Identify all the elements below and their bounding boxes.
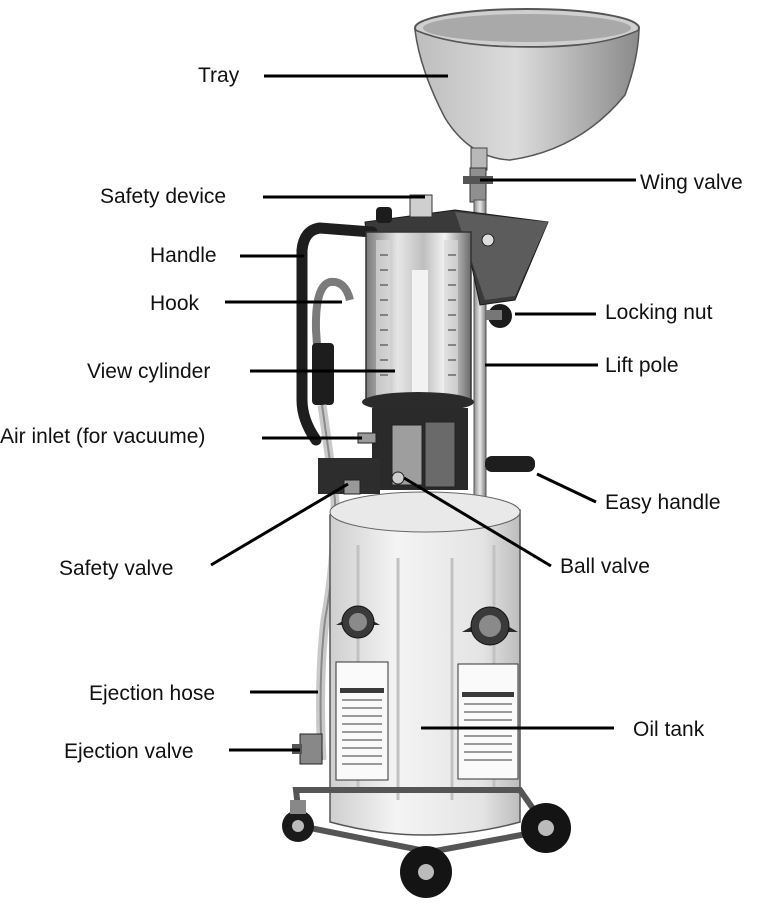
label-handle: Handle bbox=[150, 244, 217, 267]
label-safety-device: Safety device bbox=[100, 185, 226, 208]
instruction-label-left bbox=[335, 661, 389, 781]
tray-funnel bbox=[414, 8, 640, 171]
leader-ball-valve bbox=[403, 476, 552, 568]
label-view-cylinder: View cylinder bbox=[87, 360, 210, 383]
machine-illustration bbox=[282, 8, 640, 898]
label-air-inlet: Air inlet (for vacuume) bbox=[0, 425, 205, 448]
instruction-label-right bbox=[457, 663, 519, 780]
label-locking-nut: Locking nut bbox=[605, 301, 713, 324]
leader-safety-valve bbox=[210, 482, 349, 567]
wheel-base bbox=[282, 787, 571, 898]
label-hook: Hook bbox=[150, 292, 200, 315]
brand-emblem-right bbox=[462, 606, 518, 646]
view-cylinder-shape bbox=[362, 231, 474, 412]
label-ejection-valve: Ejection valve bbox=[64, 740, 194, 763]
handle-bar bbox=[296, 222, 378, 446]
brand-emblem-left bbox=[336, 605, 380, 639]
leader-easy-handle bbox=[536, 472, 597, 504]
label-easy-handle: Easy handle bbox=[605, 491, 721, 514]
label-oil-tank: Oil tank bbox=[633, 718, 705, 741]
lift-pole-knobs bbox=[485, 304, 535, 472]
label-wing-valve: Wing valve bbox=[640, 171, 743, 194]
pump-block bbox=[318, 408, 468, 495]
label-safety-valve: Safety valve bbox=[59, 557, 173, 580]
callout-labels: Tray Wing valve Safety device Handle Hoo… bbox=[0, 64, 743, 763]
label-tray: Tray bbox=[198, 64, 240, 87]
oil-tank-shape bbox=[329, 491, 521, 836]
leader-lines bbox=[210, 74, 636, 752]
label-ejection-hose: Ejection hose bbox=[89, 682, 215, 705]
label-ball-valve: Ball valve bbox=[560, 555, 650, 578]
label-lift-pole: Lift pole bbox=[605, 354, 679, 377]
